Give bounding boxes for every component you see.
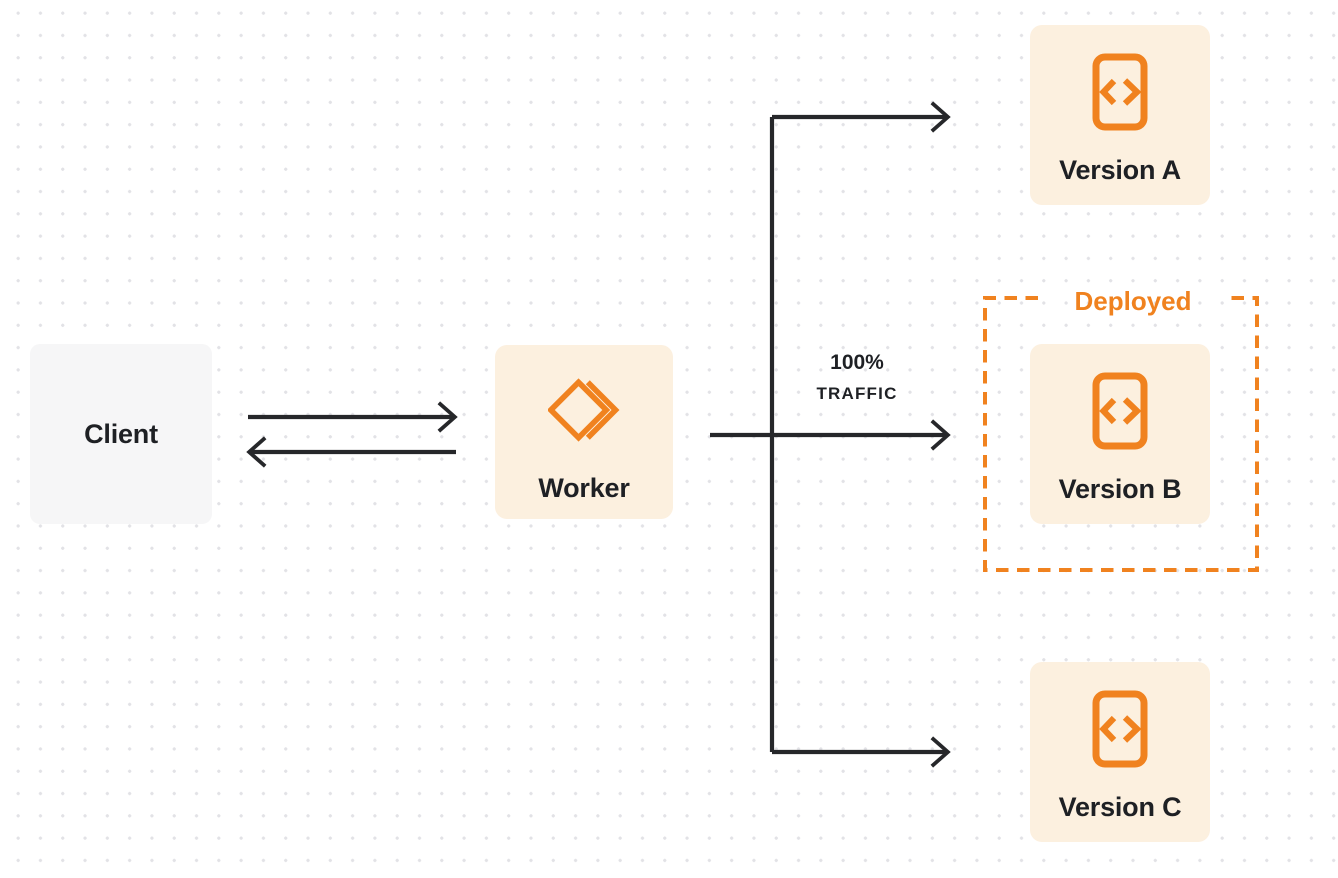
deployed-badge-label: Deployed <box>1074 286 1192 316</box>
worker-label: Worker <box>538 473 630 503</box>
version-b-node: Version B <box>1030 344 1210 524</box>
worker-node: Worker <box>495 345 673 519</box>
version-a-label: Version A <box>1059 155 1181 185</box>
version-c-label: Version C <box>1058 792 1182 822</box>
traffic-percent-label: 100% <box>830 351 884 374</box>
client-node: Client <box>30 344 212 524</box>
traffic-word-label: TRAFFIC <box>816 384 898 403</box>
traffic-annotation: 100% TRAFFIC <box>787 350 927 407</box>
code-file-icon <box>1092 53 1148 131</box>
cloudflare-workers-icon <box>547 378 619 442</box>
code-file-icon <box>1092 690 1148 768</box>
client-label: Client <box>84 419 158 449</box>
code-file-icon <box>1092 372 1148 450</box>
version-a-node: Version A <box>1030 25 1210 205</box>
version-c-node: Version C <box>1030 662 1210 842</box>
version-b-label: Version B <box>1058 474 1182 504</box>
